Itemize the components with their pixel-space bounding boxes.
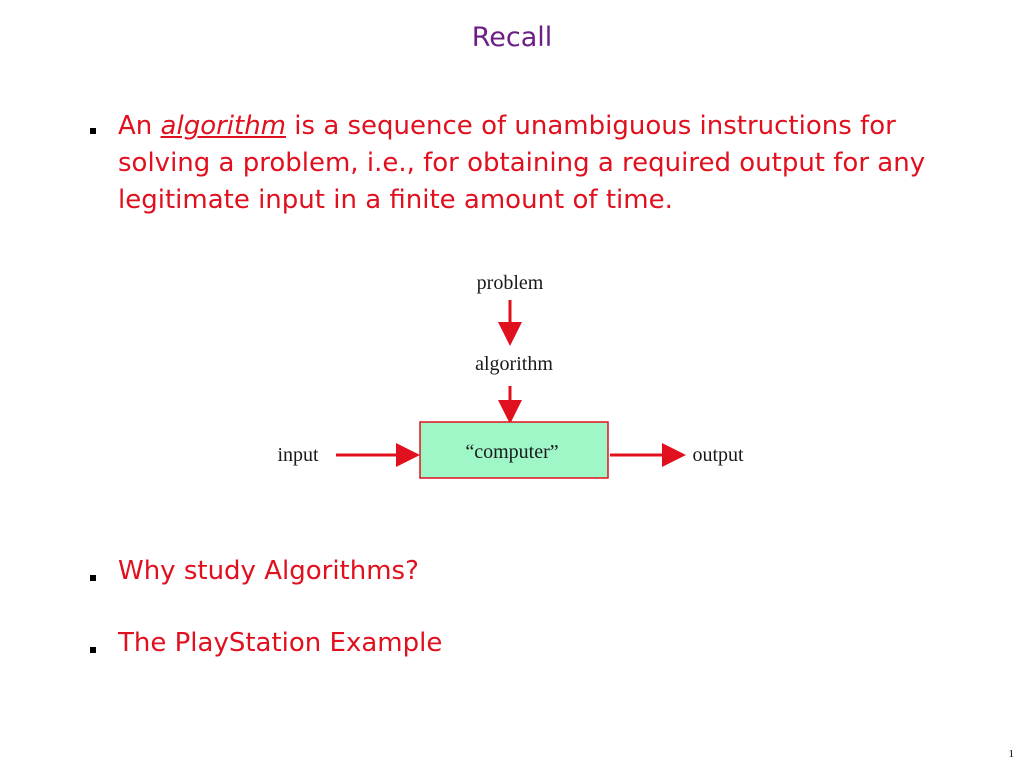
- definition-line-1: An algorithm is a sequence of unambiguou…: [118, 108, 925, 145]
- input-label: input: [277, 444, 319, 466]
- bullet-marker: [90, 575, 96, 581]
- bullet-marker: [90, 128, 96, 134]
- computer-label: “computer”: [465, 441, 558, 463]
- definition-line-1-rest: is a sequence of unambiguous instruction…: [286, 111, 896, 141]
- definition-line-3-text: legitimate input in a finite amount of t…: [118, 185, 673, 215]
- page-number: 1: [1008, 748, 1015, 760]
- definition-line-3: legitimate input in a finite amount of t…: [118, 182, 925, 219]
- problem-label: problem: [477, 272, 544, 294]
- bullet-why-study: Why study Algorithms?: [118, 556, 419, 586]
- computer-box: [419, 421, 609, 479]
- definition-line-2: solving a problem, i.e., for obtaining a…: [118, 148, 926, 178]
- bullet-playstation: The PlayStation Example: [118, 628, 443, 658]
- algorithm-label: algorithm: [475, 353, 553, 375]
- output-label: output: [692, 444, 744, 466]
- definition-text: An algorithm is a sequence of unambiguou…: [118, 108, 925, 219]
- slide-title: Recall: [471, 22, 553, 53]
- bullet-marker: [90, 647, 96, 653]
- algorithm-term: algorithm: [160, 111, 287, 141]
- definition-prefix: An: [118, 111, 161, 141]
